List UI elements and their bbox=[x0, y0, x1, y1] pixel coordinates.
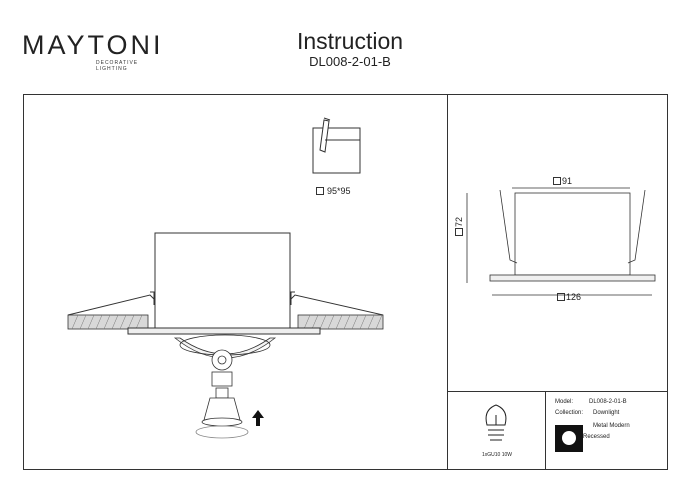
divider-spec bbox=[545, 391, 546, 470]
recessed-circle-icon bbox=[562, 431, 576, 445]
arrow-up-icon bbox=[252, 410, 264, 426]
dimension-drawing bbox=[466, 187, 656, 296]
brand-logo: MAYTONI DECORATIVE LIGHTING bbox=[22, 30, 172, 72]
cutout-illustration bbox=[312, 117, 361, 174]
housing bbox=[67, 232, 384, 335]
square-icon bbox=[316, 187, 324, 195]
model-subtitle: DL008-2-01-B bbox=[309, 54, 391, 69]
type-value: Recessed bbox=[583, 434, 610, 440]
collection-label: Collection: bbox=[555, 410, 584, 416]
model-label: Model: bbox=[555, 399, 574, 405]
cutout-value: 95*95 bbox=[327, 186, 351, 196]
brand-tagline: DECORATIVE LIGHTING bbox=[96, 60, 139, 72]
type-icon bbox=[555, 425, 583, 452]
divider-vertical bbox=[447, 94, 448, 470]
dim-width: 91 bbox=[553, 176, 572, 186]
page-title: Instruction bbox=[296, 28, 404, 54]
gu10-socket bbox=[211, 349, 233, 387]
instruction-frame bbox=[23, 94, 668, 470]
square-icon bbox=[557, 293, 565, 301]
cutout-size: 95*95 bbox=[316, 186, 351, 196]
divider-horizontal bbox=[447, 391, 668, 392]
square-icon bbox=[553, 177, 561, 185]
model-value: DL008-2-01-B bbox=[589, 399, 627, 405]
dim-outer: 126 bbox=[557, 292, 581, 302]
bulb-illustration bbox=[195, 387, 249, 439]
collection-value: Downlight bbox=[593, 410, 620, 416]
style-value: Metal Modern bbox=[593, 423, 630, 429]
lamp-label: 1xGU10 10W bbox=[481, 452, 512, 458]
brand-name: MAYTONI bbox=[22, 30, 164, 60]
